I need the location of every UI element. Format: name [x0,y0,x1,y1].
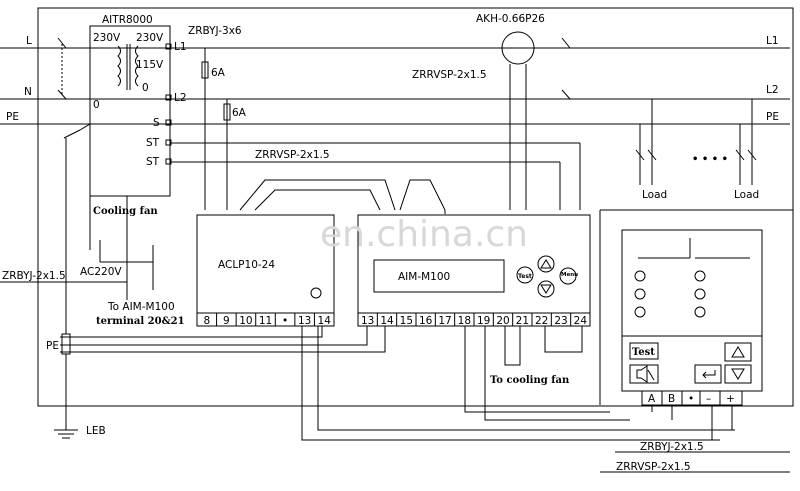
label-aitr: AITR8000 [102,14,153,26]
watermark: en.china.cn [320,214,528,255]
label-zrrvsp-top: ZRRVSP-2x1.5 [412,69,487,81]
label-zrrvsp-mid: ZRRVSP-2x1.5 [255,149,330,161]
label-ac220: AC220V [80,266,122,278]
panel-down-button[interactable] [724,364,752,384]
aim-terminal-14: 14 [380,315,394,327]
speaker-mute-icon [636,365,655,383]
aim-terminal-19: 19 [477,315,490,327]
aim-terminal-15: 15 [400,315,413,327]
aim-terminal-23: 23 [554,315,567,327]
label-cooling-fan: Cooling fan [93,206,158,217]
aclp-terminal-9: 9 [223,315,230,327]
aim-terminal-13: 13 [361,315,374,327]
label-fuse1: 6A [211,67,226,79]
display-panel [621,229,763,337]
aim-terminal-strip: 13 14 15 16 17 18 19 20 21 22 23 24 [361,313,587,327]
label-zrbyj-left: ZRBYJ-2x1.5 [2,270,66,282]
label-230v-right: 230V [136,32,164,44]
label-ab-b: B [668,393,675,405]
label-term-st1: ST [146,137,160,149]
aim-terminal-21: 21 [516,315,529,327]
label-load2: Load [734,189,759,201]
label-out-l2: L2 [766,84,779,96]
label-aim: AIM-M100 [398,271,450,283]
label-aim-menu: Menu [561,272,578,278]
label-dots: • • • • [692,154,728,165]
aclp-terminal-11: 11 [259,315,272,327]
label-230v-left: 230V [93,32,121,44]
label-leb: LEB [86,425,106,437]
aim-menu-button[interactable] [559,267,577,285]
label-fuse2: 6A [232,107,247,119]
aim-terminal-20: 20 [496,315,509,327]
up-arrow-icon [731,346,745,358]
label-line-n: N [24,86,32,98]
label-zrbyj-3x6: ZRBYJ-3x6 [188,25,242,37]
aclp-terminal-strip: 8 9 10 11 • 13 14 [203,313,331,327]
label-ab-a: A [648,393,656,405]
label-aim-test: Test [518,273,532,280]
enclosure-frame [37,7,794,407]
label-akh: AKH-0.66P26 [476,13,545,25]
label-terminal: terminal 20&21 [96,316,185,327]
label-0-left: 0 [93,99,100,111]
enter-icon [702,370,716,379]
aim-up-button[interactable] [537,255,555,273]
label-ab-dot: • [688,393,694,405]
label-term-s: S [153,117,160,129]
aim-down-button[interactable] [537,280,555,298]
aclp-terminal-14: 14 [318,315,332,327]
panel-terminal-strip [641,390,743,406]
aim-terminal-18: 18 [458,315,471,327]
aim-terminal-22: 22 [535,315,548,327]
label-term-st2: ST [146,156,160,168]
label-zrrvsp-bottom: ZRRVSP-2x1.5 [616,461,691,473]
panel-enter-button[interactable] [694,364,722,384]
transformer-box [89,25,171,197]
label-term-l2: L2 [174,92,187,104]
label-term-l1: L1 [174,41,187,53]
panel-up-button[interactable] [724,342,752,362]
label-zrbyj-bottom: ZRBYJ-2x1.5 [640,441,704,453]
aim-terminal-17: 17 [438,315,451,327]
label-to-aim: To AIM-M100 [107,301,175,313]
aclp-terminal-10: 10 [239,315,252,327]
aim-test-button[interactable] [516,266,534,284]
current-transformer [501,31,535,65]
label-out-pe: PE [766,111,779,123]
label-out-l1: L1 [766,35,779,47]
aim-terminal-16: 16 [419,315,433,327]
label-pe-left: PE [46,340,59,352]
aclp-terminal-8: 8 [203,315,210,327]
panel-test-button[interactable] [629,342,659,360]
label-line-l: L [26,35,32,47]
label-panel-test: Test [632,347,655,358]
label-ab-minus: – [706,393,711,405]
label-to-fan: To cooling fan [490,375,570,386]
label-load1: Load [642,189,667,201]
label-0-right: 0 [142,82,149,94]
label-aclp: ACLP10-24 [218,259,275,271]
down-arrow-icon [731,368,745,380]
label-115v: 115V [136,59,164,71]
panel-mute-button[interactable] [629,364,659,384]
aclp-terminal-•: • [282,315,288,327]
aim-display [373,259,505,293]
label-line-pe: PE [6,111,19,123]
label-ab-plus: + [726,393,735,405]
aim-terminal-24: 24 [574,315,588,327]
aclp-terminal-13: 13 [298,315,311,327]
